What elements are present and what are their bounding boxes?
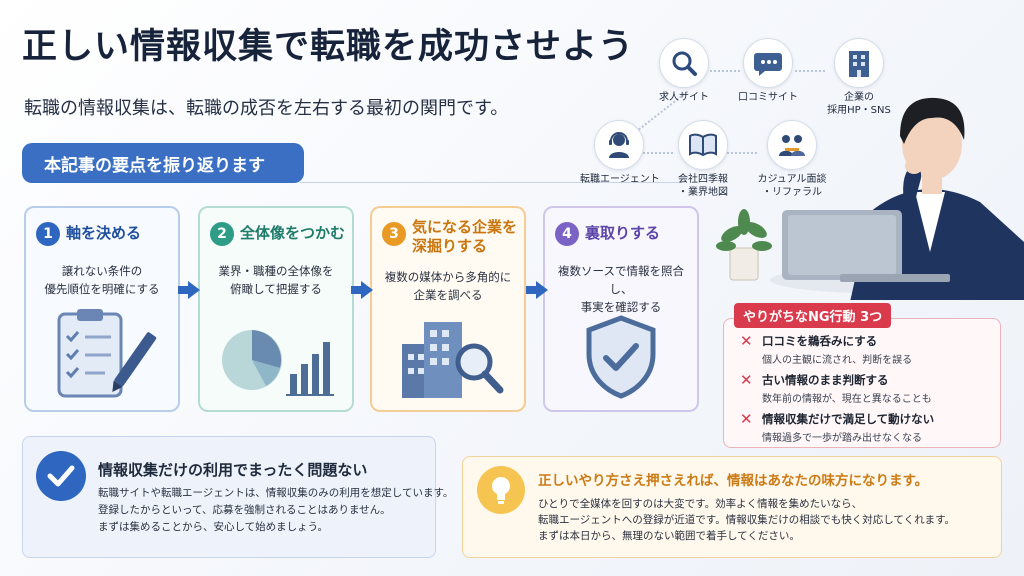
ng-item-desc: 情報過多で一歩が踏み出せなくなる: [762, 433, 922, 444]
building-search-icon: [372, 300, 524, 400]
ng-item-desc: 個人の主観に流され、判断を誤る: [762, 355, 913, 366]
section-divider: [300, 182, 680, 183]
source-label: 企業の: [844, 92, 874, 103]
step-number: 3: [382, 222, 406, 246]
step-desc-line: 企業を調べる: [413, 288, 483, 302]
clipboard-icon: [26, 300, 178, 400]
source-label: ・リファラル: [762, 187, 822, 198]
source-label: 会社四季報: [678, 174, 728, 185]
info-line: 転職サイトや転職エージェントは、情報収集のみの利用を想定しています。: [98, 487, 454, 499]
tip-line: ひとりで全媒体を回すのは大変です。効率よく情報を集めたいなら、: [538, 498, 863, 510]
source-label: 採用HP・SNS: [827, 105, 891, 116]
step-card-3: 3 気になる企業を 深掘りする 複数の媒体から多角的に 企業を調べる: [370, 206, 526, 412]
source-agent: 転職エージェント: [580, 120, 660, 186]
step-heading-line: 深掘りする: [412, 237, 488, 255]
arrow-right-icon: [178, 281, 200, 299]
source-company-hp: 企業の 採用HP・SNS: [822, 38, 896, 117]
connector-dots: [795, 70, 825, 72]
step-heading: 気になる企業を 深掘りする: [412, 218, 517, 256]
shield-check-icon: [545, 300, 697, 400]
step-card-2: 2 全体像をつかむ 業界・職種の全体像を 俯瞰して把握する: [198, 206, 354, 412]
ng-actions-panel: [723, 318, 1001, 448]
connector-dots: [710, 70, 740, 72]
source-casual: カジュアル面談 ・リファラル: [752, 120, 832, 199]
step-heading-line: 気になる企業を: [412, 218, 518, 236]
source-label: 求人サイト: [659, 92, 709, 103]
tip-title: 正しいやり方さえ押さえれば、情報はあなたの味方になります。: [538, 473, 929, 489]
search-icon: [659, 38, 709, 88]
checkmark-icon: [36, 451, 86, 501]
arrow-right-icon: [526, 281, 548, 299]
info-title: 情報収集だけの利用でまったく問題ない: [98, 461, 368, 479]
source-job-site: 求人サイト: [652, 38, 716, 104]
tip-line: 転職エージェントへの登録が近道です。情報収集だけの相談でも快く対応してくれます。: [538, 514, 956, 526]
ng-item-title: 情報収集だけで満足して動けない: [762, 412, 935, 426]
ng-actions-title: やりがちなNG行動 3つ: [734, 303, 892, 328]
step-number: 1: [36, 222, 60, 246]
step-desc-line: 業界・職種の全体像を: [218, 264, 334, 278]
ng-item-title: 口コミを鵜呑みにする: [762, 334, 878, 348]
step-description: 複数の媒体から多角的に 企業を調べる: [378, 268, 518, 304]
info-panel: [22, 436, 436, 558]
step-number: 2: [210, 222, 234, 246]
step-desc-line: 優先順位を明確にする: [44, 282, 160, 296]
source-label: 転職エージェント: [580, 174, 660, 185]
step-description: 業界・職種の全体像を 俯瞰して把握する: [206, 262, 346, 298]
step-desc-line: 譲れない条件の: [61, 264, 143, 278]
step-desc-line: 複数ソースで情報を照合し、: [558, 264, 684, 296]
lightbulb-icon: [477, 466, 525, 514]
source-label: ・業界地図: [678, 187, 728, 198]
step-description: 譲れない条件の 優先順位を明確にする: [32, 262, 172, 298]
step-number: 4: [555, 222, 579, 246]
headset-person-icon: [594, 120, 644, 170]
cross-icon: ✕: [740, 410, 753, 428]
chat-bubble-icon: [743, 38, 793, 88]
ng-item-desc: 数年前の情報が、現在と異なることも: [762, 394, 932, 405]
arrow-right-icon: [351, 281, 373, 299]
page-subtitle: 転職の情報収集は、転職の成否を左右する最初の関門です。: [24, 98, 509, 119]
step-card-1: 1 軸を決める 譲れない条件の 優先順位を明確にする: [24, 206, 180, 412]
step-heading: 軸を決める: [66, 224, 142, 242]
info-line: 登録したからといって、応募を強制されることはありません。: [98, 504, 391, 516]
cross-icon: ✕: [740, 332, 753, 350]
tip-panel: [462, 456, 1002, 558]
source-label: カジュアル面談: [757, 174, 827, 185]
source-label: 口コミサイト: [738, 92, 798, 103]
step-heading: 全体像をつかむ: [240, 224, 346, 242]
step-desc-line: 複数の媒体から多角的に: [384, 270, 512, 284]
office-building-icon: [834, 38, 884, 88]
connector-dots: [727, 152, 757, 154]
source-shikiho: 会社四季報 ・業界地図: [668, 120, 738, 199]
step-card-4: 4 裏取りする 複数ソースで情報を照合し、 事実を確認する: [543, 206, 699, 412]
cross-icon: ✕: [740, 371, 753, 389]
connector-dots: [643, 152, 673, 154]
section-label: 本記事の要点を振り返ります: [22, 143, 304, 183]
source-review-site: 口コミサイト: [734, 38, 802, 104]
page-title: 正しい情報収集で転職を成功させよう: [22, 27, 635, 67]
step-heading: 裏取りする: [585, 224, 661, 242]
tip-body: ひとりで全媒体を回すのは大変です。効率よく情報を集めたいなら、 転職エージェント…: [538, 496, 955, 544]
person-with-laptop-illustration: [700, 52, 1024, 302]
meeting-people-icon: [767, 120, 817, 170]
step-desc-line: 俯瞰して把握する: [230, 282, 322, 296]
info-line: まずは集めることから、安心して始めましょう。: [98, 521, 329, 533]
step-desc-line: 事実を確認する: [580, 300, 662, 314]
tip-line: まずは本日から、無理のない範囲で着手してください。: [538, 530, 800, 542]
info-body: 転職サイトや転職エージェントは、情報収集のみの利用を想定しています。 登録したか…: [98, 485, 453, 536]
step-description: 複数ソースで情報を照合し、 事実を確認する: [551, 262, 691, 316]
pie-and-bar-chart-icon: [200, 300, 352, 400]
open-book-icon: [678, 120, 728, 170]
ng-item-title: 古い情報のまま判断する: [762, 373, 889, 387]
